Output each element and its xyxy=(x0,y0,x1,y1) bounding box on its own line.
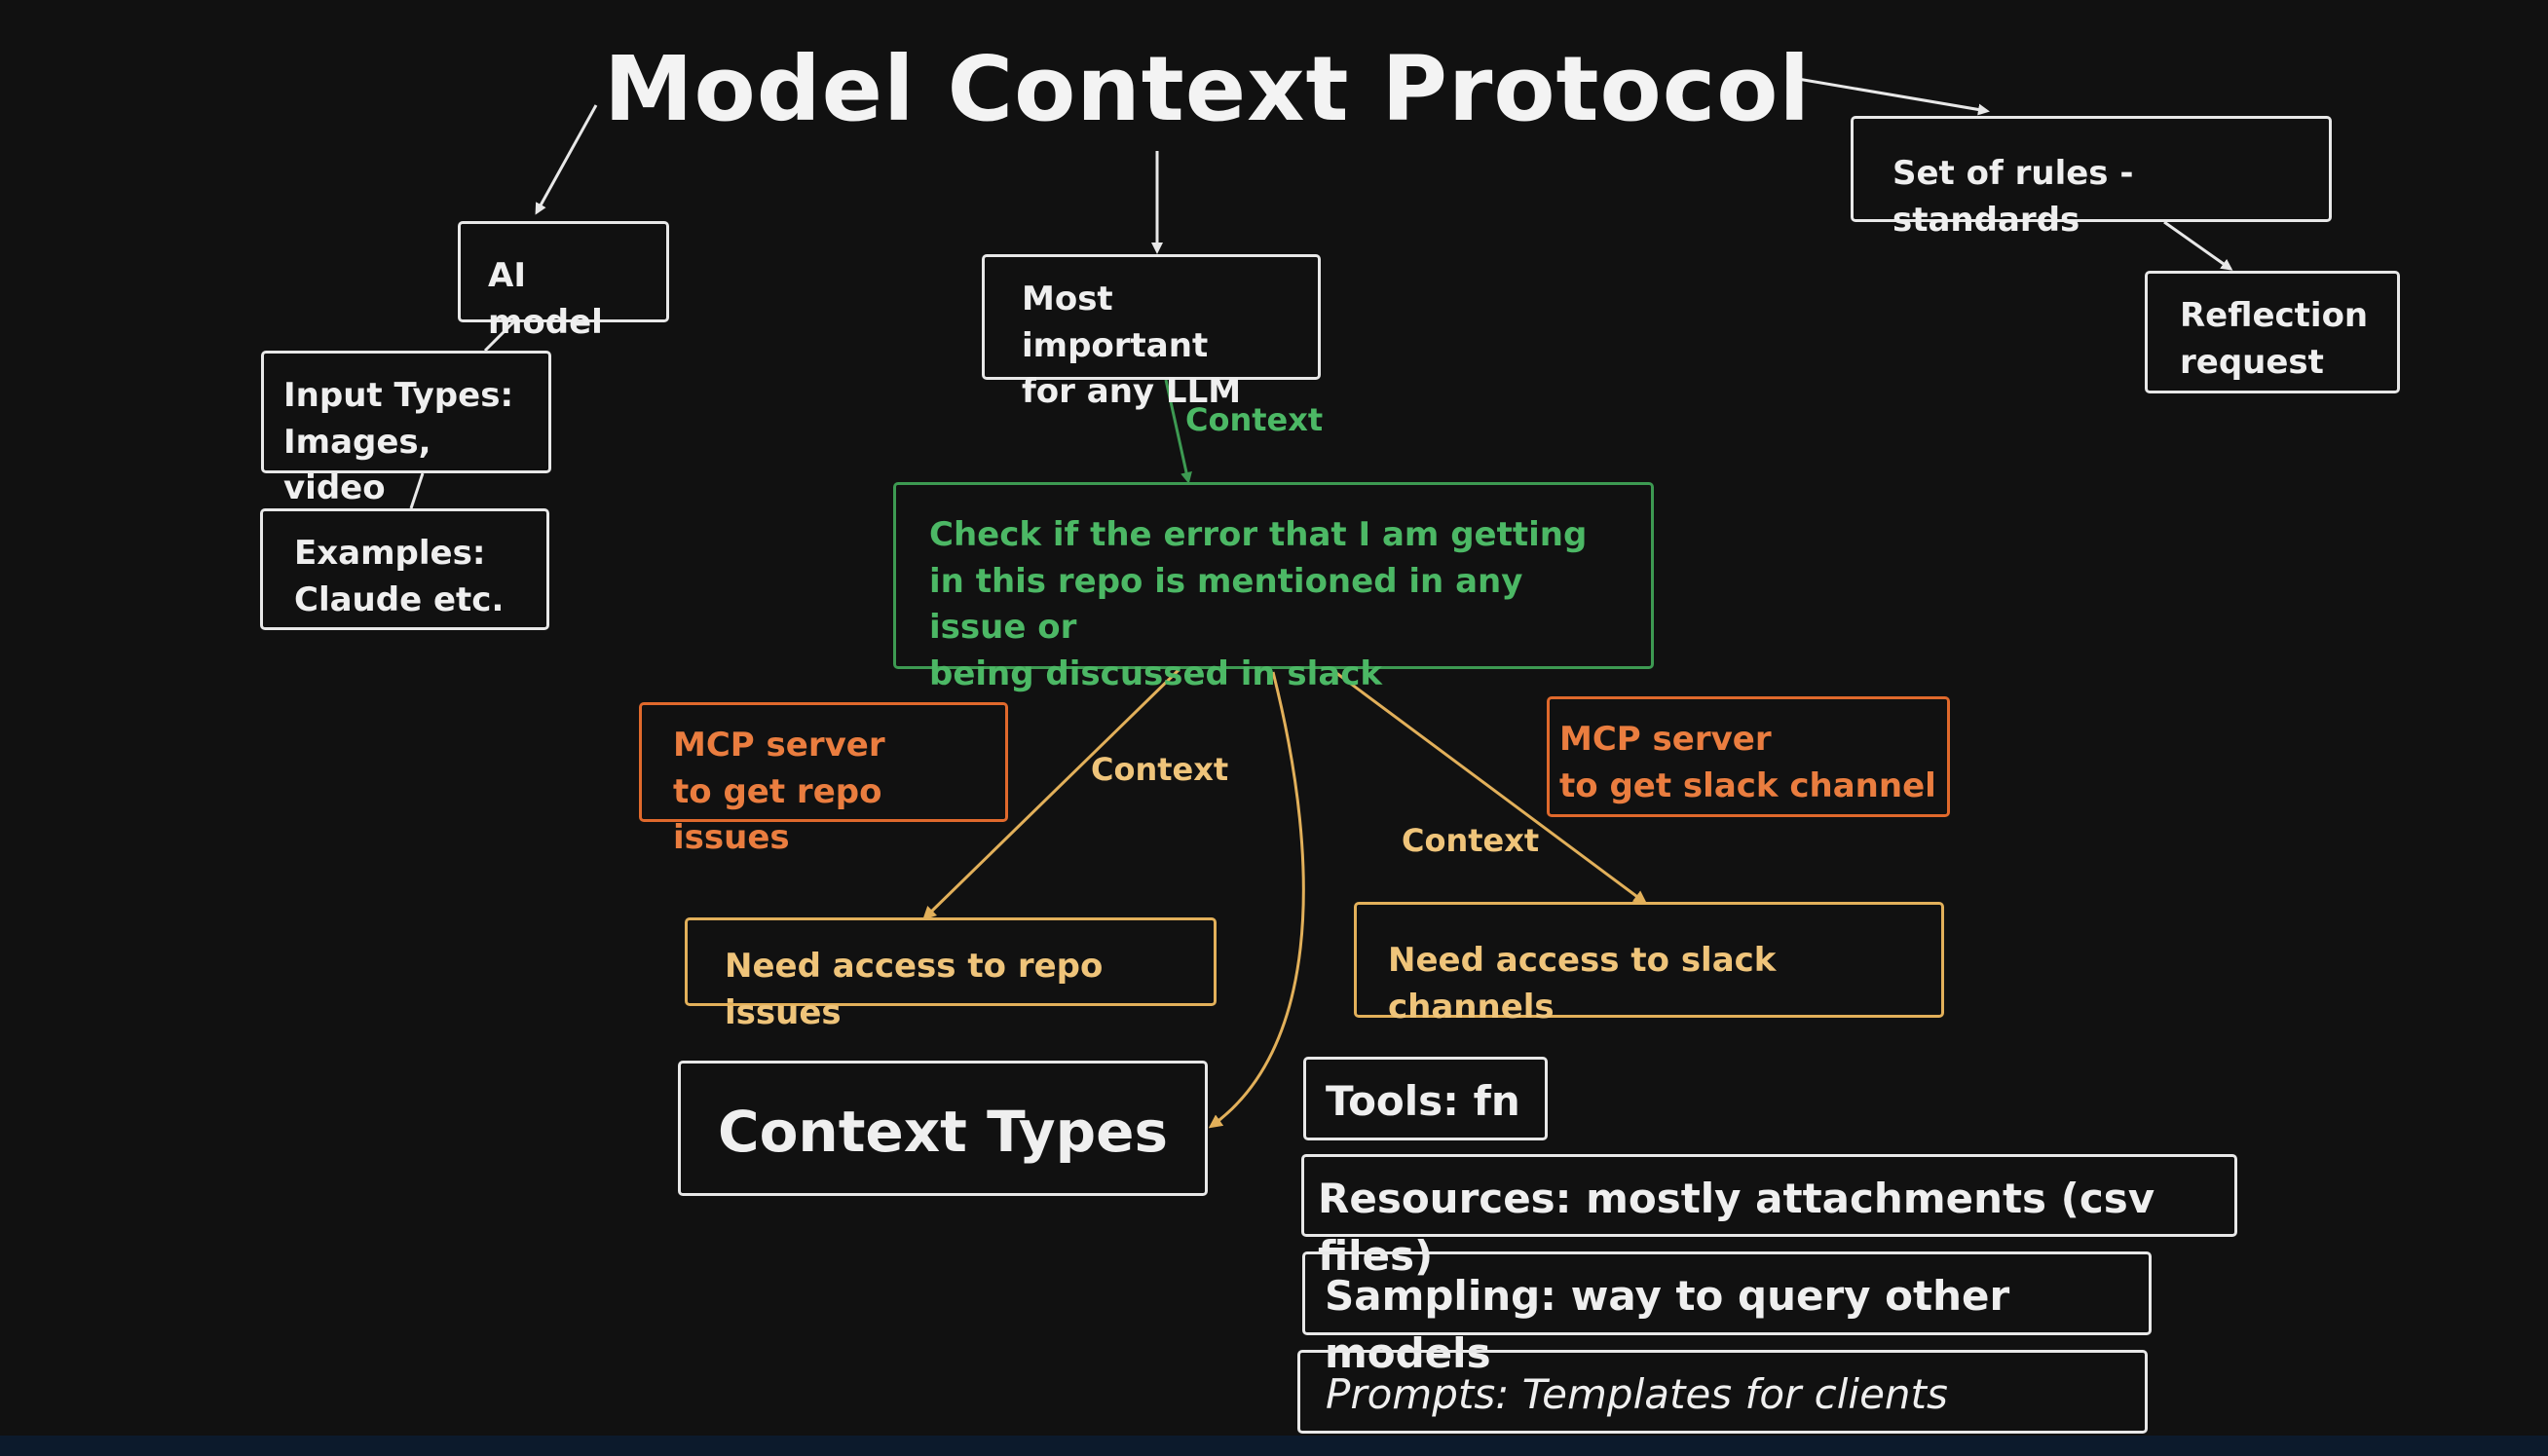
reflection-request-node: Reflection request xyxy=(2145,271,2400,393)
check-error-node: Check if the error that I am getting in … xyxy=(893,482,1654,693)
edge-label-context-top: Context xyxy=(1185,401,1324,438)
context-type-sampling: Sampling: way to query other models xyxy=(1302,1251,2152,1377)
arrow-title-to-rules xyxy=(1791,76,1990,116)
most-important-node: Most important for any LLM xyxy=(982,254,1321,411)
input-types-node: Input Types: Images, video xyxy=(261,351,551,507)
arrow-rules-to-reflection xyxy=(2163,220,2233,271)
need-repo-access-node: Need access to repo issues xyxy=(685,917,1217,1032)
edge-label-context-right: Context xyxy=(1402,822,1540,859)
edge-label-context-left: Context xyxy=(1091,751,1229,788)
arrow-title-to-ai-model xyxy=(535,104,598,215)
line-ai-model-to-input xyxy=(483,319,516,353)
page-title: Model Context Protocol xyxy=(604,37,1811,141)
context-type-tools: Tools: fn xyxy=(1303,1057,1548,1140)
examples-node: Examples: Claude etc. xyxy=(260,508,549,630)
arrow-to-need-repo xyxy=(922,668,1180,920)
arrow-to-check-error xyxy=(1164,379,1192,484)
arrow-to-need-slack xyxy=(1331,668,1648,905)
arrow-to-context-types xyxy=(1208,671,1305,1129)
bottom-strip xyxy=(0,1436,2548,1456)
mcp-repo-server-node: MCP server to get repo issues xyxy=(639,702,1008,857)
context-types-node: Context Types xyxy=(678,1061,1208,1196)
set-of-rules-node: Set of rules - standards xyxy=(1851,116,2332,240)
need-slack-access-node: Need access to slack channels xyxy=(1354,902,1944,1027)
ai-model-node: AI model xyxy=(458,221,669,342)
context-type-prompts: Prompts: Templates for clients xyxy=(1297,1350,2148,1434)
context-type-resources: Resources: mostly attachments (csv files… xyxy=(1301,1154,2237,1280)
line-input-to-examples xyxy=(409,472,425,509)
mcp-slack-server-node: MCP server to get slack channel xyxy=(1547,696,1950,817)
